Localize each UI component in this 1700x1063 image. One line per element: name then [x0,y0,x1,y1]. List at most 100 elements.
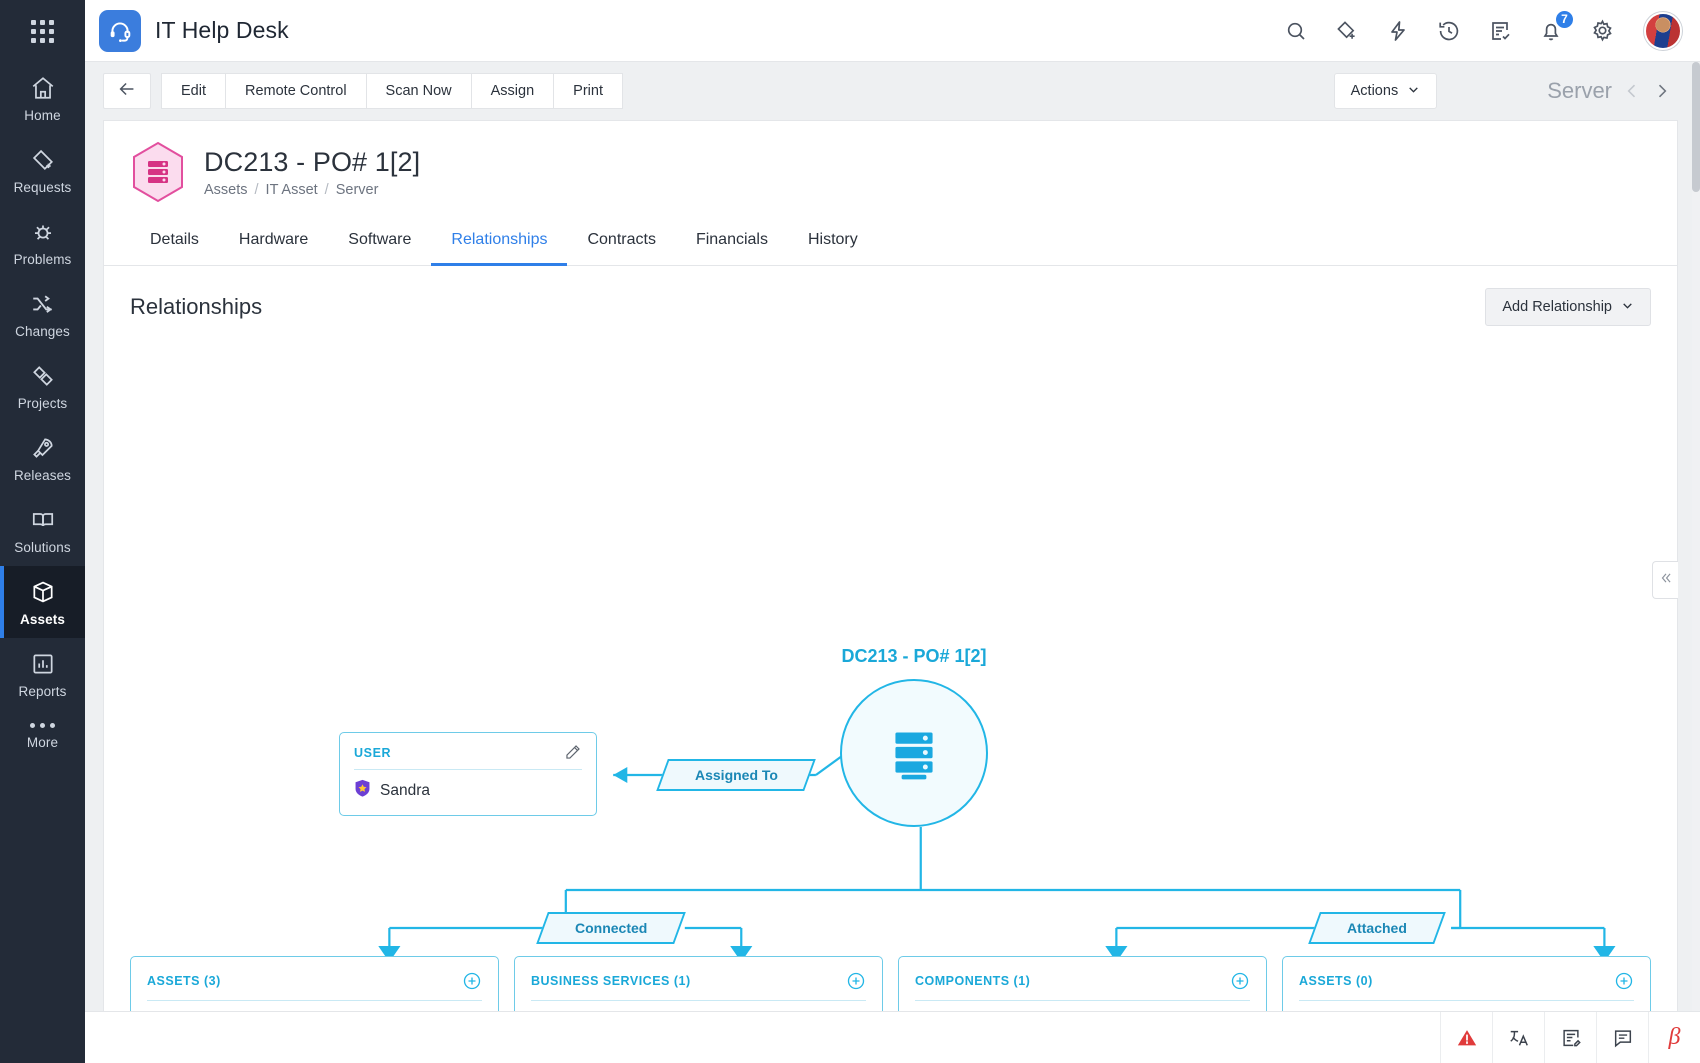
edit-button[interactable]: Edit [161,73,226,109]
arrow-left-icon [116,78,138,105]
new-ticket-icon[interactable] [1332,16,1362,46]
relationship-label-connected[interactable]: Connected [536,912,686,944]
remote-control-button[interactable]: Remote Control [226,73,367,109]
ticket-icon [30,147,56,173]
sidebar-item-projects[interactable]: Projects [0,350,85,422]
tab-hardware[interactable]: Hardware [238,231,309,248]
plus-circle-icon[interactable] [462,971,482,991]
history-clock-icon[interactable] [1434,16,1464,46]
card-title: BUSINESS SERVICES (1) [531,974,691,988]
tasks-checklist-icon[interactable] [1485,16,1515,46]
sidebar-item-label: Problems [13,252,72,267]
sidebar-item-reports[interactable]: Reports [0,638,85,710]
sidebar-item-releases[interactable]: Releases [0,422,85,494]
actions-button[interactable]: Actions [1333,73,1438,109]
card-divider [915,1000,1250,1001]
sidebar-item-home[interactable]: Home [0,62,85,134]
actions-button-label: Actions [1350,83,1399,99]
sidebar-item-label: Changes [15,324,70,339]
tab-history[interactable]: History [807,231,858,248]
sidebar-item-requests[interactable]: Requests [0,134,85,206]
beta-icon[interactable]: β [1648,1012,1700,1063]
tab-financials[interactable]: Financials [695,231,768,248]
print-button[interactable]: Print [554,73,623,109]
breadcrumb-item-it-asset[interactable]: IT Asset [265,181,318,198]
brand[interactable]: IT Help Desk [99,9,289,52]
card-divider [1299,1000,1634,1001]
left-sidebar: Home Requests Problems [0,0,85,1063]
breadcrumb-separator: / [324,181,329,198]
user-card-title: USER [354,745,392,760]
chevron-down-icon [1407,83,1420,100]
record-header: DC213 - PO# 1[2] Assets / IT Asset / Ser… [104,121,1677,211]
plus-circle-icon[interactable] [846,971,866,991]
sidebar-item-label: Releases [13,468,72,483]
shuffle-icon [30,291,56,317]
pencil-icon[interactable] [563,743,582,762]
assign-button[interactable]: Assign [471,73,555,109]
tab-relationships[interactable]: Relationships [431,221,568,266]
tab-bar: Details Hardware Software Relationships … [104,211,1677,266]
user-name: Sandra [380,781,430,799]
breadcrumb-item-assets[interactable]: Assets [204,181,248,198]
add-relationship-button[interactable]: Add Relationship [1485,288,1651,326]
server-icon [881,718,947,789]
notification-badge: 7 [1554,8,1575,30]
apps-grid-icon[interactable] [0,0,85,62]
relationship-label-assigned-to[interactable]: Assigned To [656,759,816,791]
chevron-left-icon[interactable] [1622,81,1642,101]
search-icon[interactable] [1281,16,1311,46]
relationship-diagram: DC213 - PO# 1[2] [104,334,1677,1063]
chat-icon[interactable] [1596,1012,1648,1063]
record-type-label: Server [1547,78,1612,103]
plus-circle-icon[interactable] [1614,971,1634,991]
main-area: IT Help Desk [85,0,1700,1063]
back-button[interactable] [103,73,151,109]
chart-icon [30,651,56,677]
card-title: ASSETS (0) [1299,974,1373,988]
plus-circle-icon[interactable] [1230,971,1250,991]
ribbon-text: Assigned To [694,767,778,783]
projects-icon [30,363,56,389]
headset-icon [99,9,141,52]
breadcrumb-separator: / [254,181,259,198]
center-node-title: DC213 - PO# 1[2] [841,646,987,666]
sidebar-item-assets[interactable]: Assets [0,566,85,638]
breadcrumb-item-server[interactable]: Server [335,181,379,198]
gear-icon[interactable] [1587,16,1617,46]
sidebar-item-more[interactable]: More [0,710,85,761]
user-card-divider [354,769,582,770]
translate-icon[interactable] [1492,1012,1544,1063]
scrollbar-thumb[interactable] [1692,62,1700,192]
tab-software[interactable]: Software [348,231,412,248]
center-node[interactable] [840,679,988,827]
breadcrumb: Assets / IT Asset / Server [204,182,420,198]
relationship-label-attached[interactable]: Attached [1308,912,1446,944]
section-header: Relationships Add Relationship [104,266,1677,326]
app-title: IT Help Desk [155,17,289,43]
scan-now-button[interactable]: Scan Now [366,73,472,109]
alert-warning-icon[interactable] [1440,1012,1492,1063]
user-card-row[interactable]: Sandra [340,770,596,802]
sidebar-item-label: Requests [13,180,72,195]
card-title: ASSETS (3) [147,974,221,988]
collapse-panel-handle[interactable] [1652,561,1678,599]
book-icon [30,507,56,533]
sidebar-item-changes[interactable]: Changes [0,278,85,350]
tab-contracts[interactable]: Contracts [587,231,656,248]
page-scrollbar[interactable] [1692,62,1700,1011]
sidebar-item-label: Home [24,108,61,123]
avatar[interactable] [1644,11,1682,50]
sidebar-item-solutions[interactable]: Solutions [0,494,85,566]
sidebar-item-problems[interactable]: Problems [0,206,85,278]
quick-action-bolt-icon[interactable] [1383,16,1413,46]
tab-details[interactable]: Details [150,231,199,248]
notifications-bell-icon[interactable]: 7 [1536,8,1575,46]
chevron-right-icon[interactable] [1652,81,1672,101]
card-title: COMPONENTS (1) [915,974,1031,988]
edit-note-icon[interactable] [1544,1012,1596,1063]
chevron-down-icon [1621,299,1634,316]
sidebar-item-label: Reports [18,684,67,699]
ellipsis-icon [30,723,55,728]
